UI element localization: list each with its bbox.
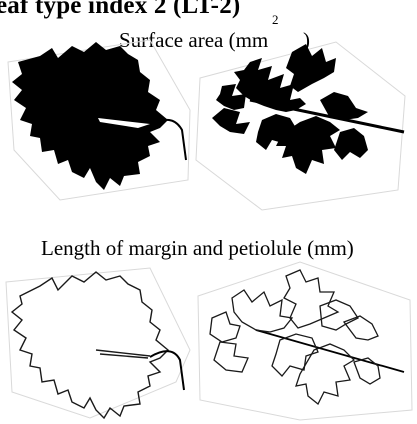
compound-leaf-outline — [210, 270, 404, 404]
compound-leaf-silhouette — [212, 44, 404, 174]
simple-leaf-silhouette — [12, 42, 186, 190]
simple-leaf-outline — [12, 272, 184, 418]
